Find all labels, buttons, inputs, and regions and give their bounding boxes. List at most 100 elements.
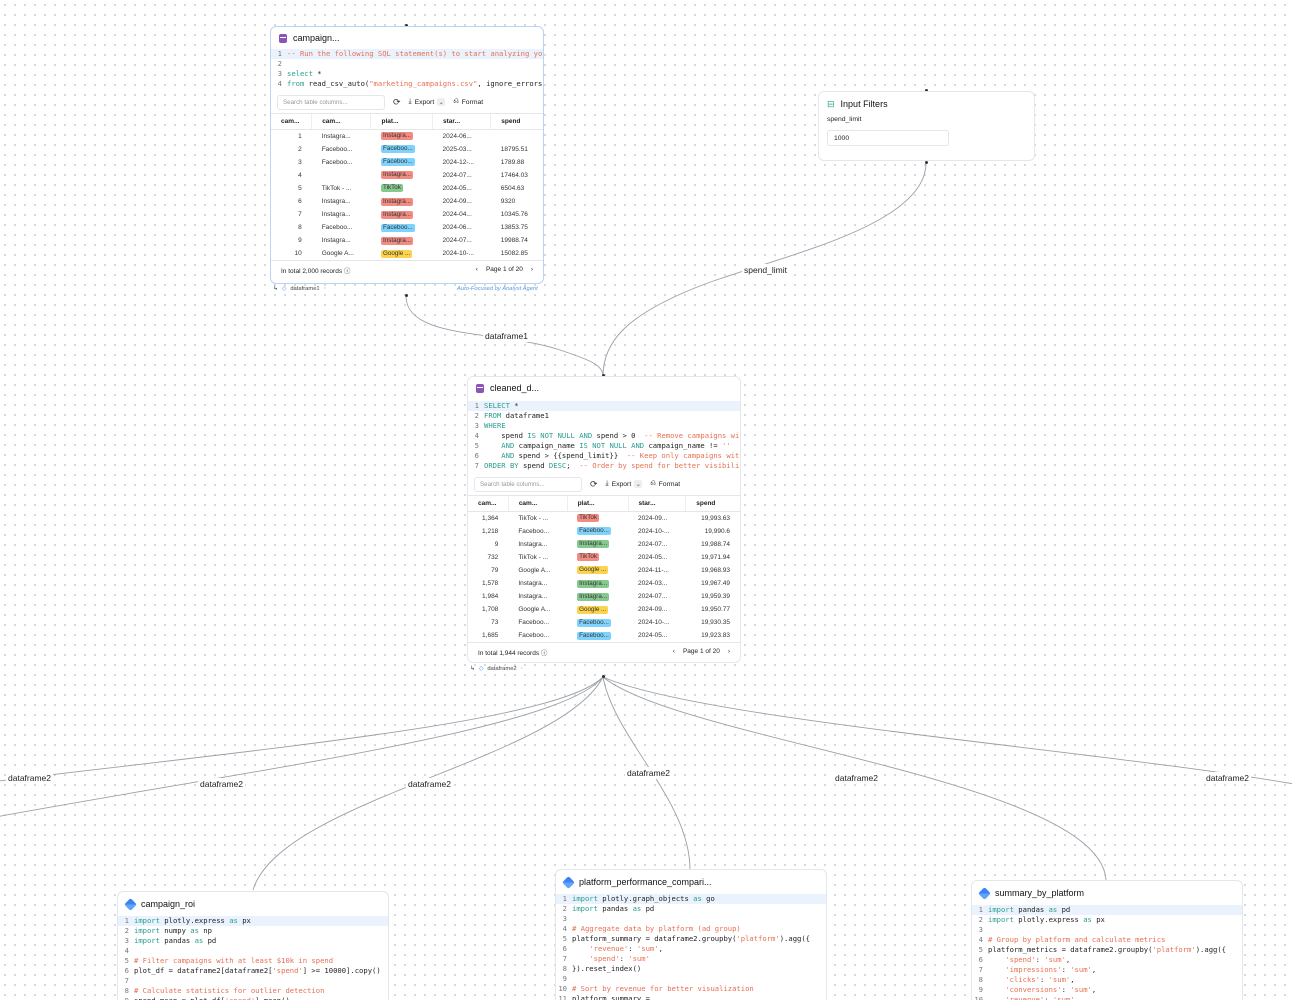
- table-cell: Faceboo...: [321, 224, 353, 232]
- code-token: ).agg({: [779, 934, 811, 943]
- code-token: 'sum': [1044, 955, 1066, 964]
- line-number: 7: [124, 976, 129, 985]
- code-text: AND campaign_name IS NOT NULL AND campai…: [484, 441, 730, 451]
- python-icon: [562, 875, 575, 889]
- copy-icon[interactable]: ▫: [520, 666, 523, 672]
- line-number: 3: [474, 421, 479, 430]
- spend-limit-field[interactable]: 1000: [827, 130, 949, 146]
- code-token: import: [134, 916, 165, 925]
- code-token: 'spend': [1005, 955, 1036, 964]
- table-cell: Google ...: [371, 247, 433, 260]
- table-cell: 2024-10-...: [638, 619, 670, 627]
- format-button[interactable]: ⎌Format: [650, 480, 680, 488]
- code-token: ] >= 10000].copy(): [302, 966, 381, 975]
- chevron-down-icon[interactable]: ⌄: [437, 98, 446, 106]
- column-header[interactable]: cam...: [311, 113, 371, 130]
- export-button[interactable]: ⤓Export⌄: [409, 98, 446, 106]
- line-number: 6: [474, 451, 479, 460]
- line-number: 4: [124, 946, 129, 955]
- table-cell: 2024-05...: [638, 632, 668, 640]
- table-cell: 19,968.93: [701, 566, 730, 574]
- next-page-button[interactable]: ›: [530, 266, 533, 274]
- table-cell: 5: [298, 184, 302, 192]
- line-number: 3: [124, 936, 129, 945]
- table-cell: TikTok - ...: [518, 553, 549, 561]
- export-button[interactable]: ⤓Export⌄: [606, 480, 643, 488]
- table-cell: 19,993.63: [701, 514, 730, 522]
- input-filters-node[interactable]: ⊟ Input Filters spend_limit 1000: [818, 91, 1035, 161]
- column-header[interactable]: cam...: [271, 113, 312, 130]
- search-columns-input[interactable]: Search table columns...: [474, 476, 582, 492]
- line-number: 6: [562, 944, 567, 953]
- next-page-button[interactable]: ›: [727, 648, 730, 656]
- code-token: 'spend': [225, 996, 255, 1000]
- output-icon: ◇: [281, 286, 287, 292]
- table-cell: 1789.88: [500, 158, 525, 166]
- refresh-icon[interactable]: ⟳: [393, 96, 401, 107]
- code-text: 'impressions': 'sum',: [988, 965, 1096, 975]
- table-cell: 2024-05...: [442, 184, 472, 192]
- column-header[interactable]: plat...: [370, 113, 433, 130]
- column-header[interactable]: cam...: [507, 495, 568, 512]
- code-text: SELECT *: [484, 401, 519, 411]
- table-cell: 2024-10-...: [442, 250, 474, 258]
- line-number: 5: [562, 934, 567, 943]
- prev-page-button[interactable]: ‹: [475, 266, 478, 274]
- table-cell: Instagra...: [321, 237, 351, 245]
- code-line: 4# Aggregate data by platform (ad group): [556, 924, 826, 934]
- table-cell: TikTok: [567, 512, 628, 525]
- code-token: WHERE: [484, 421, 506, 430]
- column-header[interactable]: spend: [685, 495, 740, 512]
- code-token: as: [1048, 905, 1062, 914]
- copy-icon[interactable]: ▫: [323, 286, 326, 292]
- code-token: 'conversions': [1005, 985, 1062, 994]
- column-header[interactable]: spend: [490, 113, 543, 130]
- code-line: 8}).reset_index(): [556, 964, 826, 974]
- code-text: import pandas as pd: [988, 905, 1070, 915]
- refresh-icon[interactable]: ⟳: [590, 478, 598, 489]
- sql-node-campaigns[interactable]: campaign... 1-- Run the following SQL st…: [270, 26, 544, 284]
- code-text: import plotly.express as px: [988, 915, 1105, 925]
- table-cell: 2024-09...: [638, 514, 668, 522]
- code-token: plotly.graph_objects: [602, 894, 694, 903]
- code-text: from read_csv_auto("marketing_campaigns.…: [287, 79, 542, 89]
- column-header[interactable]: star...: [627, 495, 686, 512]
- output-name[interactable]: dataframe2: [487, 666, 517, 672]
- code-token: }).reset_index(): [572, 964, 642, 973]
- page-indicator: Page 1 of 20: [485, 266, 523, 274]
- table-cell: 18795.51: [500, 145, 528, 153]
- code-line: 7: [118, 976, 388, 986]
- code-text: WHERE: [484, 421, 506, 431]
- code-token: ORDER BY: [484, 461, 523, 470]
- format-button[interactable]: ⎌Format: [453, 98, 483, 106]
- column-header[interactable]: star...: [432, 113, 491, 130]
- code-line: 10 'revenue': 'sum': [972, 995, 1242, 1000]
- search-columns-input[interactable]: Search table columns...: [277, 94, 385, 110]
- code-line: 3: [972, 925, 1242, 935]
- prev-page-button[interactable]: ‹: [672, 648, 675, 656]
- code-token: as: [229, 916, 243, 925]
- column-header[interactable]: plat...: [566, 495, 629, 512]
- column-header[interactable]: cam...: [468, 495, 509, 512]
- output-name[interactable]: dataframe1: [290, 286, 320, 292]
- code-token: [988, 965, 1005, 974]
- node-header[interactable]: campaign...: [271, 27, 543, 49]
- chevron-down-icon[interactable]: ⌄: [634, 480, 643, 488]
- node-header[interactable]: cleaned_d...: [468, 377, 740, 399]
- table-cell: 2024-09...: [638, 606, 668, 614]
- sql-editor[interactable]: 1-- Run the following SQL statement(s) t…: [271, 49, 543, 89]
- code-token: [988, 955, 1005, 964]
- platform-badge: Instagra...: [380, 197, 413, 206]
- code-token: 'sum': [636, 944, 659, 953]
